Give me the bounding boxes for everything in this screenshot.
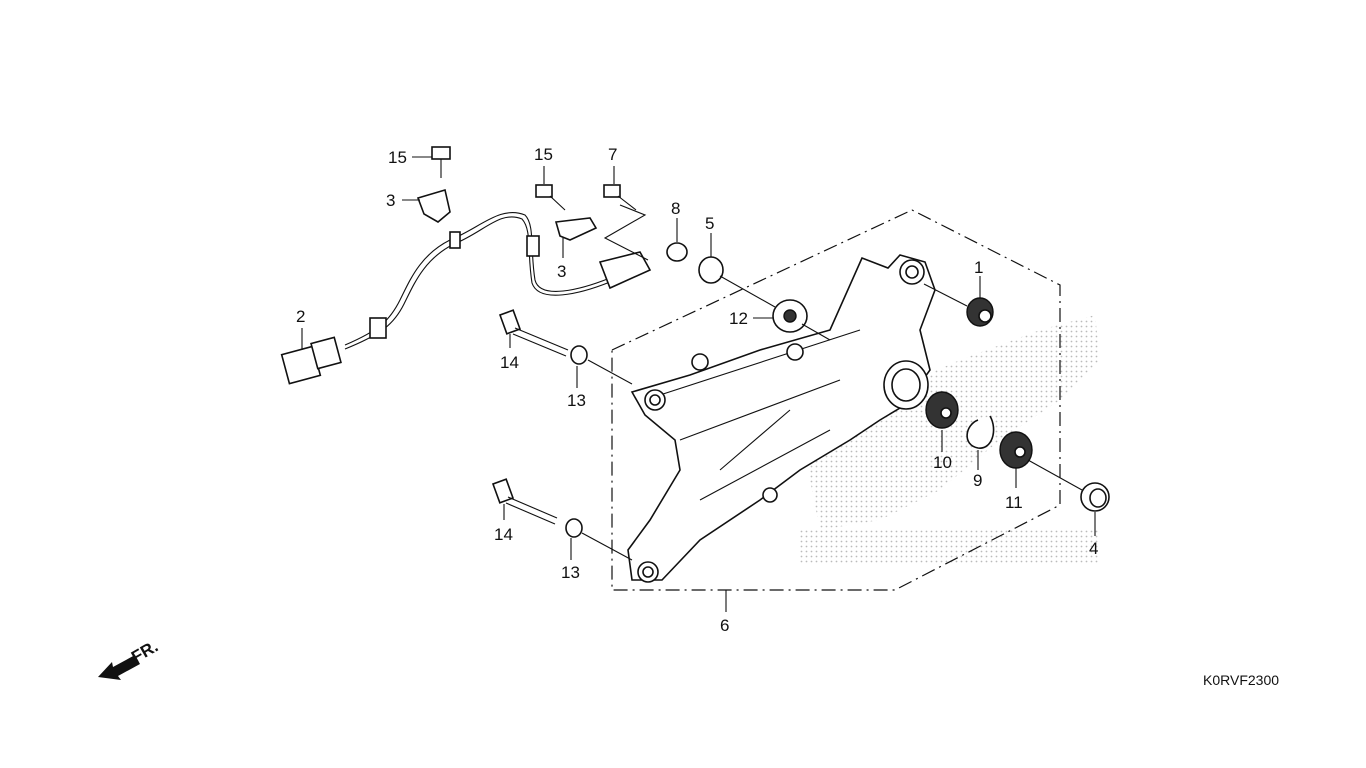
bearing-10 xyxy=(925,391,959,429)
callout-9: 9 xyxy=(973,471,982,490)
callout-10: 10 xyxy=(933,453,952,472)
leader-lines xyxy=(301,156,1096,612)
callout-11: 11 xyxy=(1005,493,1023,512)
callout-labels: 15 3 2 15 7 3 8 5 12 1 14 13 10 9 11 4 1… xyxy=(296,145,1098,635)
bolt-15-top xyxy=(431,146,451,178)
callout-13-upper: 13 xyxy=(567,391,586,410)
callout-1: 1 xyxy=(974,258,983,277)
bolt-7 xyxy=(603,184,637,211)
bolt-15-middle xyxy=(535,184,566,211)
nut-8 xyxy=(666,242,688,262)
bush-1 xyxy=(966,297,994,327)
callout-15-top: 15 xyxy=(388,148,407,167)
bearing-12 xyxy=(772,299,808,333)
clamp-middle xyxy=(554,217,598,241)
callout-15-middle: 15 xyxy=(534,145,553,164)
callout-14-lower: 14 xyxy=(494,525,513,544)
bolt-14-lower xyxy=(491,478,558,525)
callout-12: 12 xyxy=(729,309,748,328)
callout-7: 7 xyxy=(608,145,617,164)
collar-5 xyxy=(698,256,724,284)
callout-4: 4 xyxy=(1089,539,1098,558)
cap-4 xyxy=(1080,482,1110,512)
diagram-code: K0RVF2300 xyxy=(1203,672,1280,688)
bearing-11 xyxy=(999,431,1033,469)
wire-harness xyxy=(280,212,652,385)
assembly-boundary xyxy=(611,209,1061,591)
front-direction-arrow: FR. xyxy=(98,637,161,680)
washer-13-upper xyxy=(570,345,588,365)
callout-8: 8 xyxy=(671,199,680,218)
callout-3-left: 3 xyxy=(386,191,395,210)
callout-2: 2 xyxy=(296,307,305,326)
clamp-upper-left xyxy=(416,188,451,223)
circlip-9 xyxy=(966,415,995,449)
callout-6: 6 xyxy=(720,616,729,635)
callout-5: 5 xyxy=(705,214,714,233)
washer-13-lower xyxy=(565,518,583,538)
swing-arm xyxy=(627,254,936,583)
callout-3-middle: 3 xyxy=(557,262,566,281)
callout-14-upper: 14 xyxy=(500,353,519,372)
callout-13-lower: 13 xyxy=(561,563,580,582)
bolt-14-upper xyxy=(498,309,569,357)
